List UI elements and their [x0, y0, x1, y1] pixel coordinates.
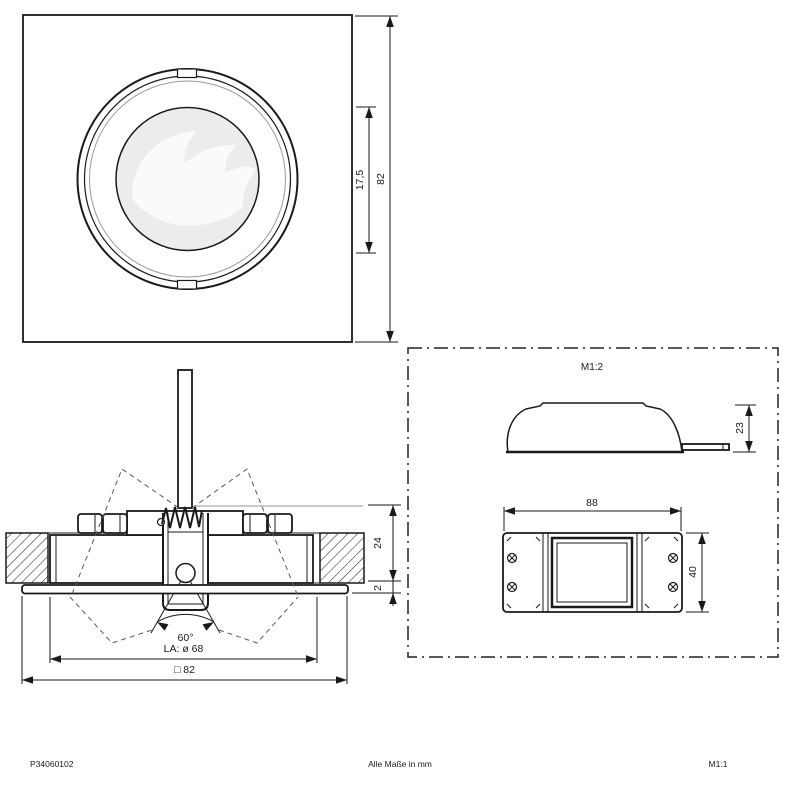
dim-23-label: 23 [734, 422, 746, 434]
screw [506, 552, 518, 564]
footer: P34060102 Alle Maße in mm M1:1 [30, 759, 728, 769]
dimension-2: 2 [352, 581, 401, 606]
dim-17-5-label: 17,5 [354, 170, 366, 191]
dim-24-label: 24 [372, 537, 384, 549]
pivot [175, 562, 196, 584]
dimension-88: 88 [503, 497, 682, 531]
dimension-40: 40 [686, 532, 709, 613]
bezel-accent-ring [89, 80, 286, 278]
outer-82-label: □ 82 [174, 664, 195, 676]
bezel-tab-top [176, 68, 198, 79]
trim-plate [21, 584, 349, 595]
dim-40-label: 40 [687, 566, 699, 578]
dimension-cutout: LA: ø 68 [49, 597, 318, 663]
dimension-24: 24 [368, 504, 401, 582]
driver-profile [506, 402, 683, 453]
cutout-label: LA: ø 68 [164, 643, 204, 655]
screw [667, 552, 679, 564]
ceiling-hatch-left [5, 532, 49, 584]
driver-label-window [550, 536, 634, 609]
clamp-left [77, 513, 128, 534]
section-view: 60° 24 2 LA: ø 68 [5, 369, 401, 684]
screw [667, 581, 679, 593]
logo-watermark [132, 131, 256, 226]
corner-ticks [506, 536, 679, 609]
driver-top-view: 88 40 [502, 497, 709, 613]
panel-border [407, 347, 779, 658]
screw [506, 581, 518, 593]
dim-2-label: 2 [372, 585, 384, 591]
dimension-17-5: 17,5 [354, 106, 376, 254]
clamp-right [242, 513, 293, 534]
beam-angle-label: 60° [178, 632, 194, 644]
dimension-82: 82 [355, 15, 398, 343]
article-number: P34060102 [30, 759, 74, 769]
panel-scale-label: M1:2 [581, 362, 604, 373]
dimension-beam-angle: 60° [155, 613, 216, 644]
front-view: 17,5 82 [22, 14, 398, 343]
dim-82-label: 82 [375, 173, 387, 185]
suspension-rod [177, 369, 193, 509]
driver-cable [681, 443, 730, 451]
ceiling-hatch-right [319, 532, 365, 584]
bezel-tab-bottom [176, 279, 198, 290]
driver-panel: M1:2 23 [407, 347, 779, 658]
drawing-scale: M1:1 [709, 759, 728, 769]
dim-88-label: 88 [586, 497, 598, 509]
tilt-range-outline [69, 468, 299, 644]
driver-side-view: 23 [506, 402, 756, 454]
dimension-outer-82: □ 82 [21, 596, 348, 684]
mounting-spring [161, 506, 203, 529]
dimension-23: 23 [733, 404, 756, 453]
screws [506, 552, 679, 593]
units-note: Alle Maße in mm [368, 759, 432, 769]
